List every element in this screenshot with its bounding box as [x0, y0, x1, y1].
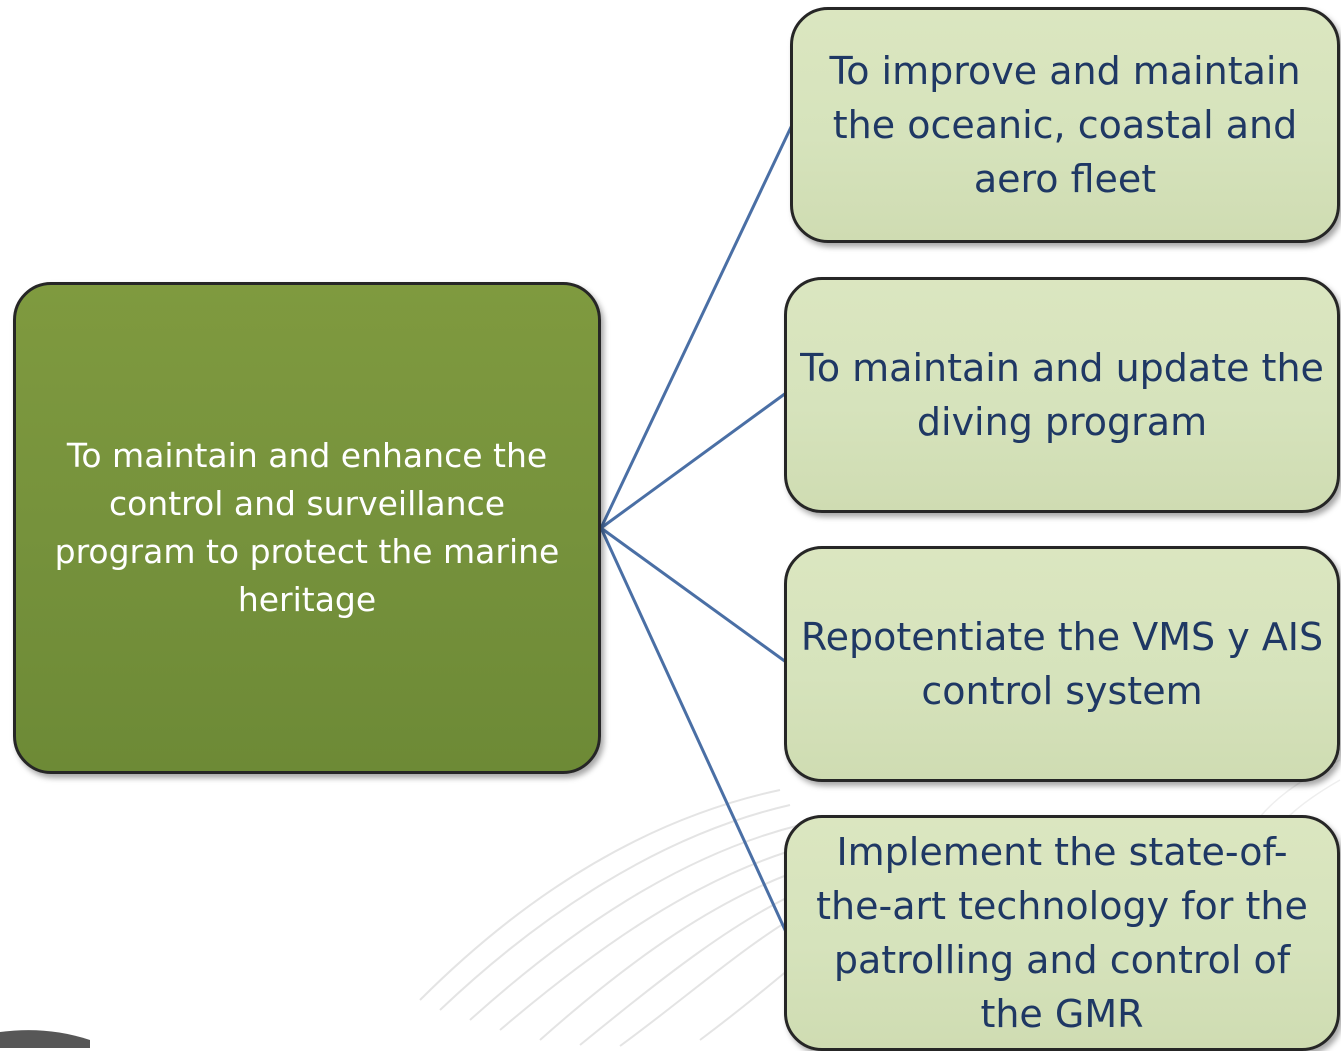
- child-node-label: Repotentiate the VMS y AIS control syste…: [800, 615, 1324, 713]
- connector-line-3: [600, 526, 787, 664]
- root-node: To maintain and enhance the control and …: [13, 282, 601, 774]
- child-node-technology: Implement the state-of-the-art technolog…: [784, 815, 1340, 1051]
- connector-line-4: [599, 527, 788, 933]
- child-node-label: To improve and maintain the oceanic, coa…: [829, 49, 1301, 201]
- root-node-label: To maintain and enhance the control and …: [54, 436, 560, 619]
- connector-line-1: [599, 124, 794, 529]
- child-node-diving: To maintain and update the diving progra…: [784, 277, 1340, 513]
- child-node-fleet: To improve and maintain the oceanic, coa…: [790, 7, 1340, 243]
- child-node-vms-ais: Repotentiate the VMS y AIS control syste…: [784, 546, 1340, 782]
- child-node-label: Implement the state-of-the-art technolog…: [816, 830, 1308, 1036]
- connector-line-2: [600, 391, 787, 530]
- child-node-label: To maintain and update the diving progra…: [800, 346, 1324, 444]
